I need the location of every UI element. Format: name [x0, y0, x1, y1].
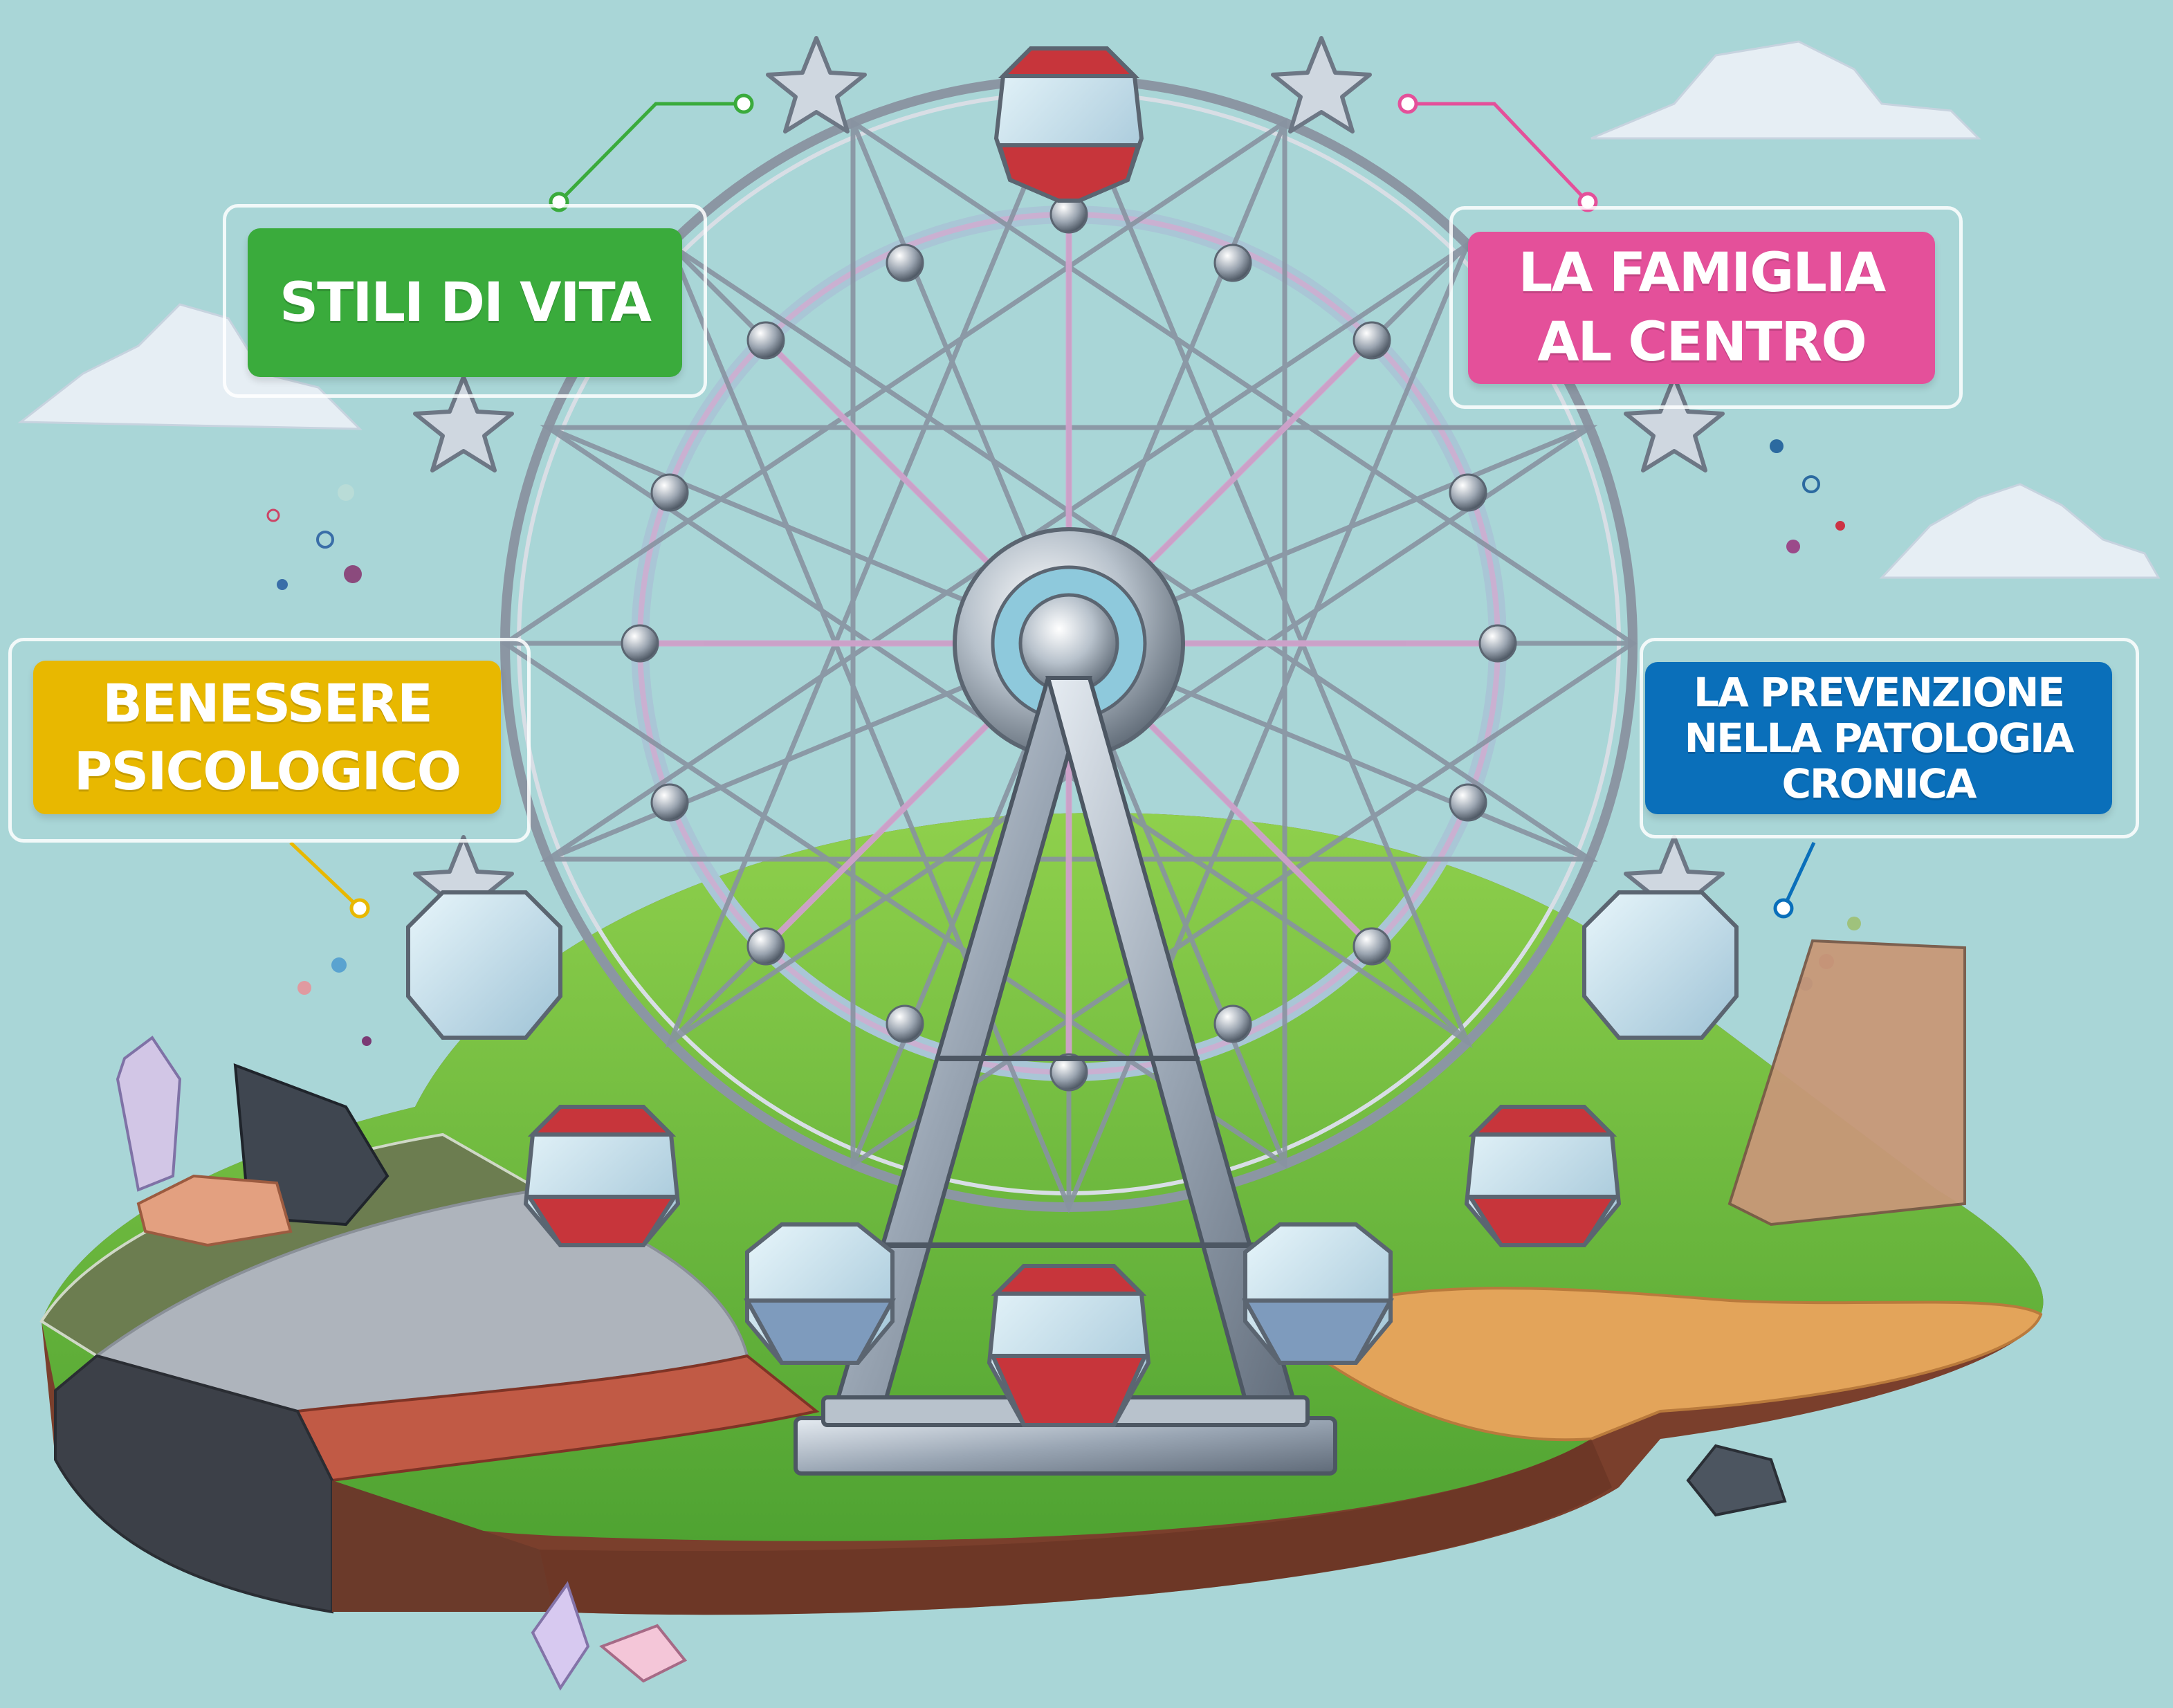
label-la-prevenzione: LA PREVENZIONE NELLA PATOLOGIA CRONICA — [1645, 662, 2112, 814]
cabins — [406, 46, 1739, 1427]
label-frame-benessere — [8, 638, 531, 843]
cabin-left-blue — [406, 890, 562, 1040]
label-la-famiglia-al-centro: LA FAMIGLIA AL CENTRO — [1468, 232, 1935, 384]
label-stili-di-vita-text: STILI DI VITA — [279, 271, 652, 334]
label-benessere-psicologico: BENESSERE PSICOLOGICO — [33, 661, 501, 814]
label-stili-di-vita: STILI DI VITA — [248, 228, 682, 377]
crystal-icon — [116, 939, 1966, 1691]
label-frame-stili — [223, 204, 707, 398]
cabin-lower-left-red — [523, 1105, 681, 1247]
cabin-bottom-left-blue — [743, 1222, 897, 1365]
cabin-bottom-red — [987, 1264, 1151, 1427]
cloud-icon — [17, 40, 2161, 579]
connector-lines — [289, 93, 1816, 919]
label-benessere-text: BENESSERE PSICOLOGICO — [73, 672, 461, 802]
cabin-lower-right-red — [1464, 1105, 1622, 1247]
cabin-top — [993, 46, 1144, 203]
label-prevenzione-text: LA PREVENZIONE NELLA PATOLOGIA CRONICA — [1684, 669, 2075, 807]
label-la-famiglia-text: LA FAMIGLIA AL CENTRO — [1518, 242, 1887, 374]
cabin-bottom-right-blue — [1241, 1222, 1395, 1365]
label-frame-famiglia — [1449, 206, 1963, 409]
label-frame-prevenzione — [1640, 638, 2139, 838]
cabin-right-blue — [1582, 890, 1739, 1040]
